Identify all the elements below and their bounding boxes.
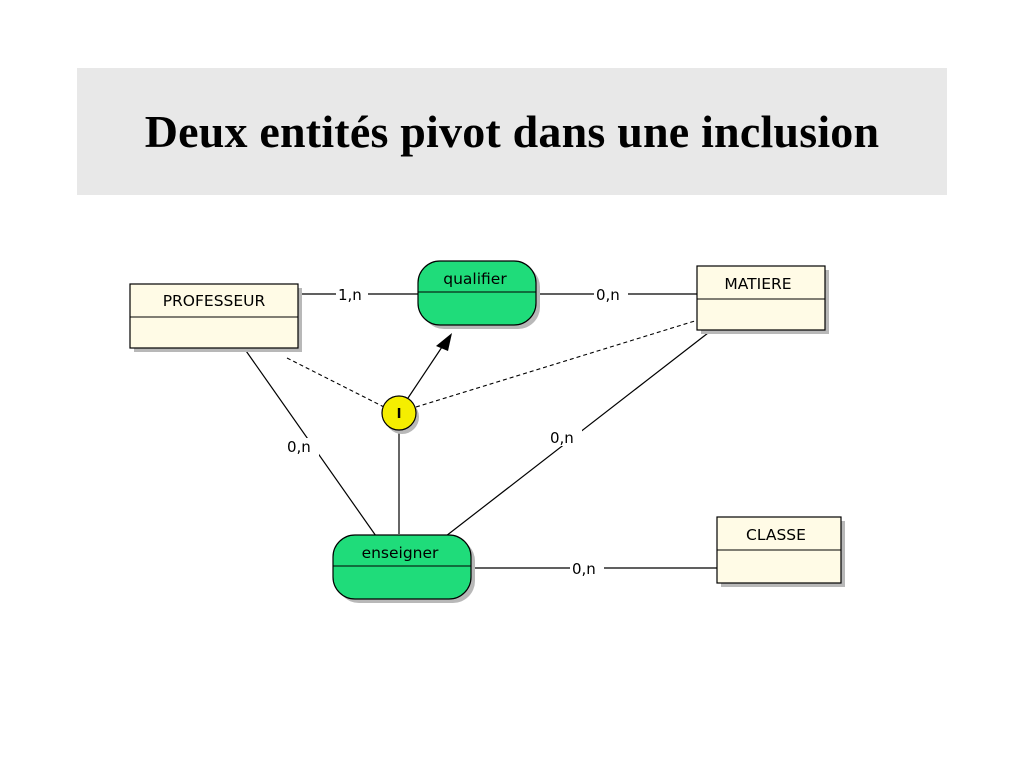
- card-professeur-qualifier: 1,n: [338, 286, 362, 304]
- inclusion-constraint[interactable]: I: [381, 395, 419, 434]
- page-title: Deux entités pivot dans une inclusion: [144, 106, 880, 157]
- entity-classe[interactable]: CLASSE: [716, 516, 845, 587]
- association-qualifier-shape: [417, 260, 537, 326]
- association-enseigner-label: enseigner: [362, 544, 439, 562]
- association-enseigner-shape: [332, 534, 472, 600]
- pivot-line-professeur: [286, 357, 385, 408]
- association-enseigner[interactable]: enseigner: [332, 534, 475, 603]
- connectors: [243, 293, 717, 569]
- cardinality-labels: 1,n 0,n 0,n 0,n 0,n: [285, 285, 628, 578]
- pivot-lines: [286, 319, 699, 408]
- card-professeur-enseigner: 0,n: [287, 438, 311, 456]
- association-qualifier[interactable]: qualifier: [417, 260, 540, 329]
- inclusion-label: I: [397, 407, 402, 422]
- link-inclusion-qualifier: [407, 340, 447, 399]
- entity-matiere-box: [696, 265, 826, 331]
- inclusion-circle: [381, 395, 417, 431]
- title-band: Deux entités pivot dans une inclusion: [77, 68, 947, 195]
- association-qualifier-label: qualifier: [443, 270, 507, 288]
- entity-matiere[interactable]: MATIERE: [696, 265, 829, 334]
- entity-classe-label: CLASSE: [746, 526, 806, 544]
- pivot-line-matiere: [415, 319, 699, 408]
- entity-professeur-box: [129, 283, 299, 349]
- arrow-head-icon: [436, 333, 452, 351]
- entity-professeur-label: PROFESSEUR: [163, 292, 266, 310]
- entity-professeur[interactable]: PROFESSEUR: [129, 283, 302, 352]
- entity-matiere-label: MATIERE: [724, 275, 791, 293]
- card-matiere-enseigner: 0,n: [550, 429, 574, 447]
- card-matiere-qualifier: 0,n: [596, 286, 620, 304]
- card-classe-enseigner: 0,n: [572, 560, 596, 578]
